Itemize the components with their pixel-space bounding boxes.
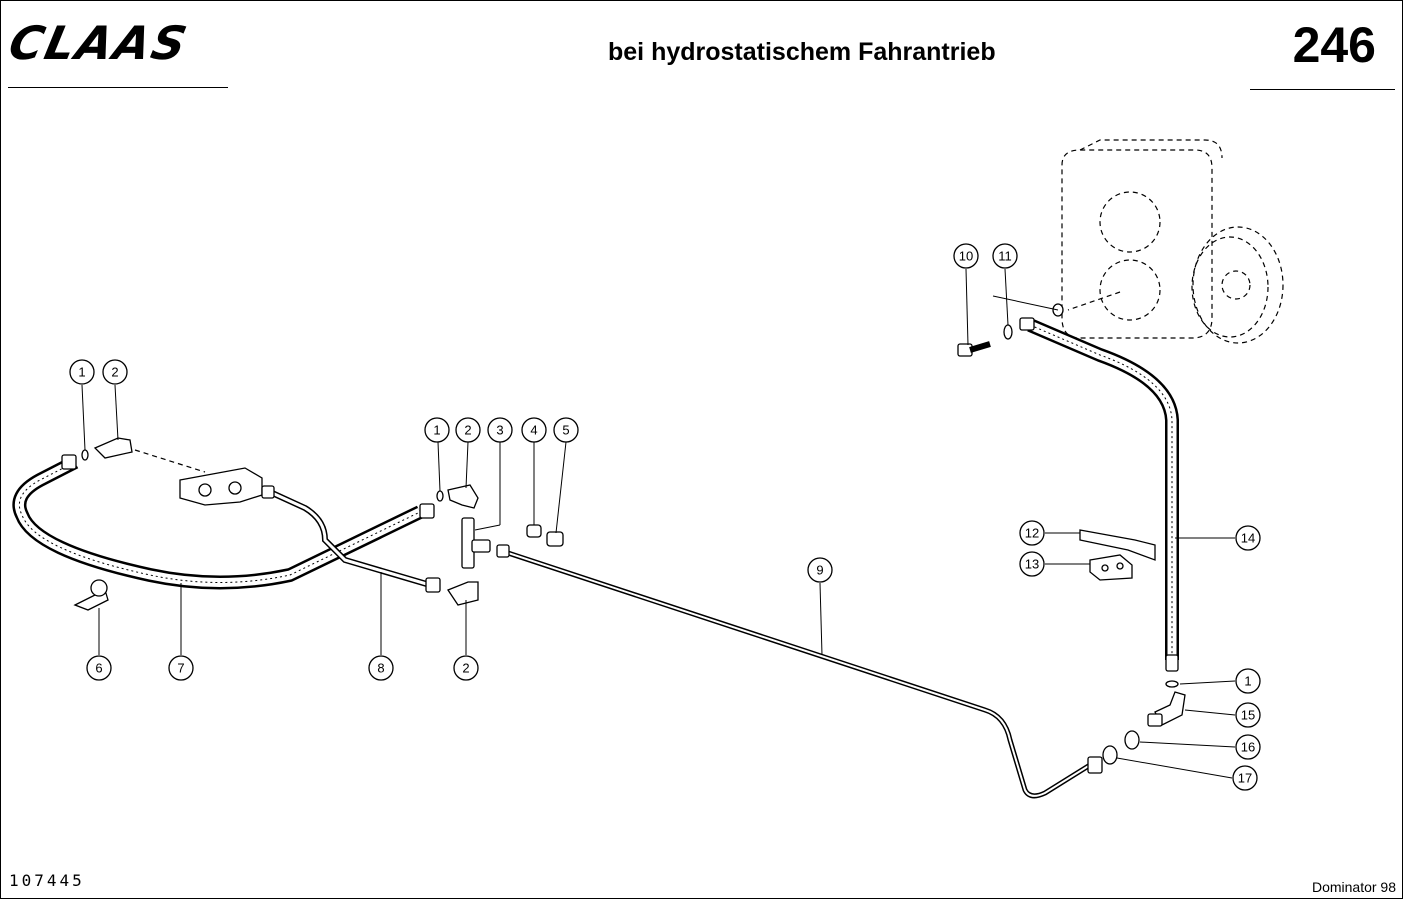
callout-4: 4 [521, 417, 547, 443]
nut-4 [526, 524, 542, 538]
callout-6: 6 [86, 655, 112, 681]
callout-16: 16 [1235, 734, 1261, 760]
seal-ring-1-mid [436, 490, 444, 502]
callout-5: 5 [553, 417, 579, 443]
elbow-2-bottom [447, 581, 479, 606]
svg-text:10: 10 [959, 249, 973, 264]
drawing-number: 107445 [9, 871, 85, 890]
callout-3: 3 [487, 417, 513, 443]
svg-text:3: 3 [496, 423, 503, 438]
callout-2-left: 2 [102, 359, 128, 385]
bracket-12 [1079, 529, 1156, 561]
callout-7: 7 [168, 655, 194, 681]
elbow-2-top [447, 484, 479, 509]
svg-text:1: 1 [78, 365, 85, 380]
pipe-9 [496, 544, 1103, 799]
clip-6 [73, 579, 109, 611]
callout-15: 15 [1235, 702, 1261, 728]
svg-text:15: 15 [1241, 708, 1255, 723]
callout-11: 11 [992, 243, 1018, 269]
seal-ring-11 [1003, 324, 1013, 340]
hose-7 [12, 454, 435, 590]
bolt-10 [957, 341, 991, 357]
nut-5 [546, 531, 564, 547]
svg-text:1: 1 [1244, 674, 1251, 689]
valve-block [134, 449, 263, 506]
callout-9: 9 [807, 557, 833, 583]
washer-16 [1124, 730, 1140, 750]
page-title: bei hydrostatischem Fahrantrieb [608, 38, 996, 66]
svg-text:16: 16 [1241, 740, 1255, 755]
svg-text:8: 8 [377, 661, 384, 676]
seal-ring-1-right [1165, 680, 1179, 688]
svg-text:5: 5 [562, 423, 569, 438]
svg-text:1: 1 [433, 423, 440, 438]
callout-2-mid: 2 [455, 417, 481, 443]
svg-text:6: 6 [95, 661, 102, 676]
callout-8: 8 [368, 655, 394, 681]
svg-text:4: 4 [530, 423, 537, 438]
svg-text:11: 11 [998, 249, 1012, 264]
callout-10: 10 [953, 243, 979, 269]
callout-1-right: 1 [1235, 668, 1261, 694]
svg-text:12: 12 [1025, 526, 1039, 541]
callout-12: 12 [1019, 520, 1045, 546]
clamp-13 [1089, 554, 1133, 581]
svg-text:9: 9 [816, 563, 823, 578]
pump-housing [1061, 139, 1284, 344]
callout-13: 13 [1019, 551, 1045, 577]
callout-17: 17 [1232, 765, 1258, 791]
hose-14 [1019, 317, 1179, 672]
nut-17 [1102, 745, 1118, 765]
logo-rule [8, 87, 228, 88]
pipe-8 [261, 485, 441, 593]
svg-text:7: 7 [177, 661, 184, 676]
callout-2-bottom: 2 [453, 655, 479, 681]
svg-text:14: 14 [1241, 531, 1255, 546]
elbow-2-left [93, 437, 133, 459]
svg-text:13: 13 [1025, 557, 1039, 572]
leader-lines [81, 268, 1236, 779]
svg-text:2: 2 [462, 661, 469, 676]
callout-14: 14 [1235, 525, 1261, 551]
page-number: 246 [1292, 17, 1376, 73]
callout-1-left: 1 [69, 359, 95, 385]
model-label: Dominator 98 [1311, 879, 1396, 895]
elbow-15 [1147, 691, 1186, 727]
tee-3 [461, 517, 491, 569]
page-number-rule [1250, 89, 1395, 90]
svg-text:17: 17 [1238, 771, 1252, 786]
svg-text:2: 2 [111, 365, 118, 380]
seal-ring-1-left [81, 449, 89, 461]
callout-1-mid: 1 [424, 417, 450, 443]
svg-text:2: 2 [464, 423, 471, 438]
